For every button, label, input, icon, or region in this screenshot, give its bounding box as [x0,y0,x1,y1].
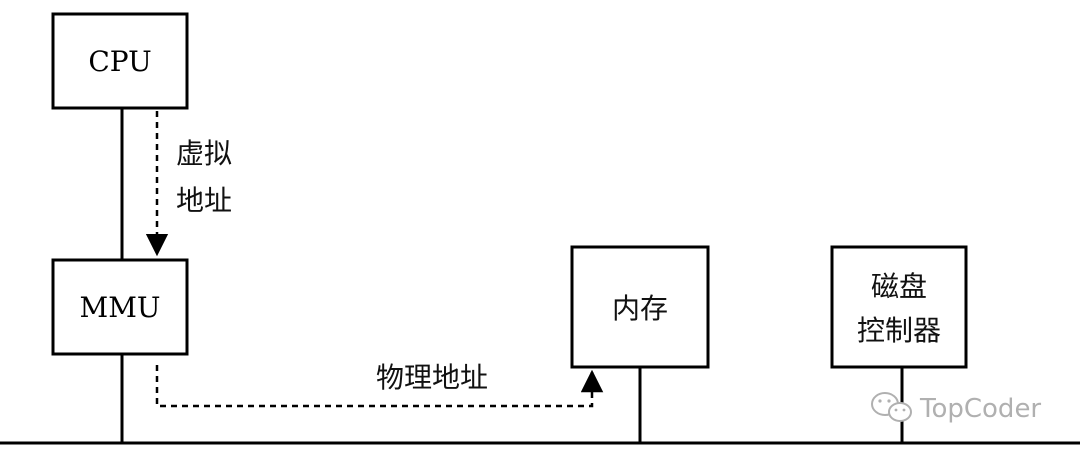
disk-controller-label-line2: 控制器 [857,314,941,347]
memory-label: 内存 [612,292,668,325]
disk-controller-box [830,245,968,369]
memory-box [570,245,710,369]
cpu-label: CPU [88,45,151,78]
watermark: TopCoder [871,392,1041,424]
mmu-box [51,258,189,356]
physical-address-label: 物理地址 [376,361,488,394]
disk-controller-label-line1: 磁盘 [871,270,927,303]
virtual-address-label-line2: 地址 [176,184,232,217]
cpu-box [51,12,189,110]
physical-address-arrow [155,365,604,408]
watermark-text: TopCoder [919,394,1041,424]
virtual-address-label-line1: 虚拟 [176,137,232,170]
mmu-label: MMU [80,291,161,324]
wechat-icon [871,392,912,422]
